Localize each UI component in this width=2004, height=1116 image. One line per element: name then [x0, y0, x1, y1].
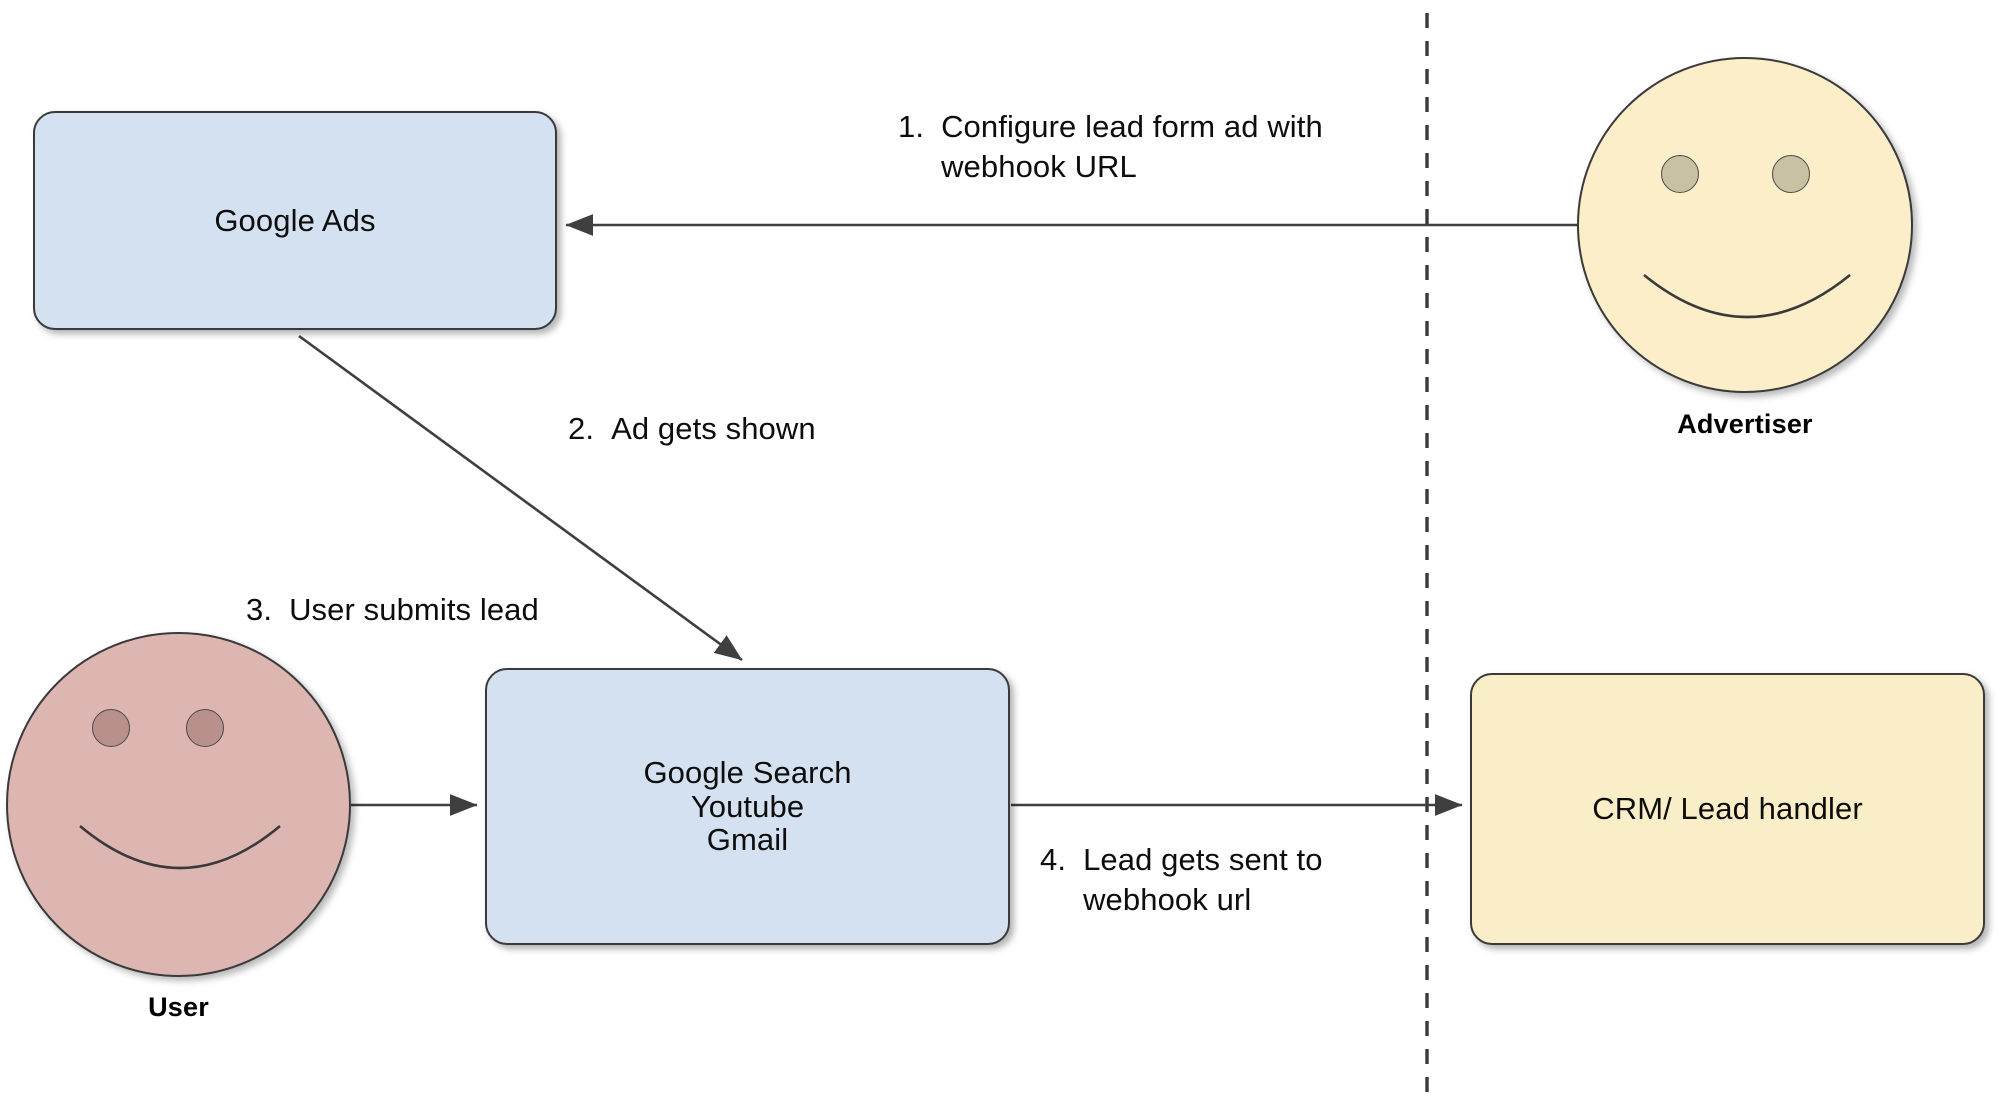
smile-mouth-icon	[1643, 273, 1851, 319]
step-1-number: 1.	[898, 109, 925, 144]
node-google-properties-label: Google Search Youtube Gmail	[643, 755, 852, 858]
eye-right-icon	[186, 709, 224, 747]
connector-google-ads-to-properties	[298, 334, 743, 662]
actor-user-label: User	[148, 992, 209, 1022]
node-google-properties[interactable]: Google Search Youtube Gmail	[485, 668, 1010, 945]
smile-mouth-icon	[79, 825, 281, 870]
eye-left-icon	[92, 709, 130, 747]
step-2-number: 2.	[568, 411, 595, 446]
node-google-ads[interactable]: Google Ads	[33, 111, 557, 330]
actor-user[interactable]: User	[6, 632, 351, 1022]
step-label-2: 2. Ad gets shown	[568, 409, 816, 449]
eye-right-icon	[1772, 155, 1810, 193]
eye-left-icon	[1661, 155, 1699, 193]
step-label-4: 4. Lead gets sent to webhook url	[1040, 840, 1323, 921]
step-3-text: User submits lead	[289, 592, 539, 627]
step-4-number: 4.	[1040, 842, 1067, 877]
node-crm-lead-handler-label: CRM/ Lead handler	[1592, 791, 1863, 827]
step-1-text: Configure lead form ad with webhook URL	[941, 109, 1323, 185]
step-label-3: 3. User submits lead	[246, 590, 539, 630]
step-3-number: 3.	[246, 592, 273, 627]
actor-advertiser-label: Advertiser	[1677, 409, 1813, 439]
step-4-text: Lead gets sent to webhook url	[1083, 842, 1323, 918]
node-crm-lead-handler[interactable]: CRM/ Lead handler	[1470, 673, 1985, 945]
step-2-text: Ad gets shown	[611, 411, 816, 446]
smiley-face-icon	[6, 632, 351, 977]
step-label-1: 1. Configure lead form ad with webhook U…	[898, 107, 1323, 188]
actor-advertiser[interactable]: Advertiser	[1577, 57, 1913, 439]
smiley-face-icon	[1577, 57, 1913, 393]
node-google-ads-label: Google Ads	[214, 202, 376, 238]
